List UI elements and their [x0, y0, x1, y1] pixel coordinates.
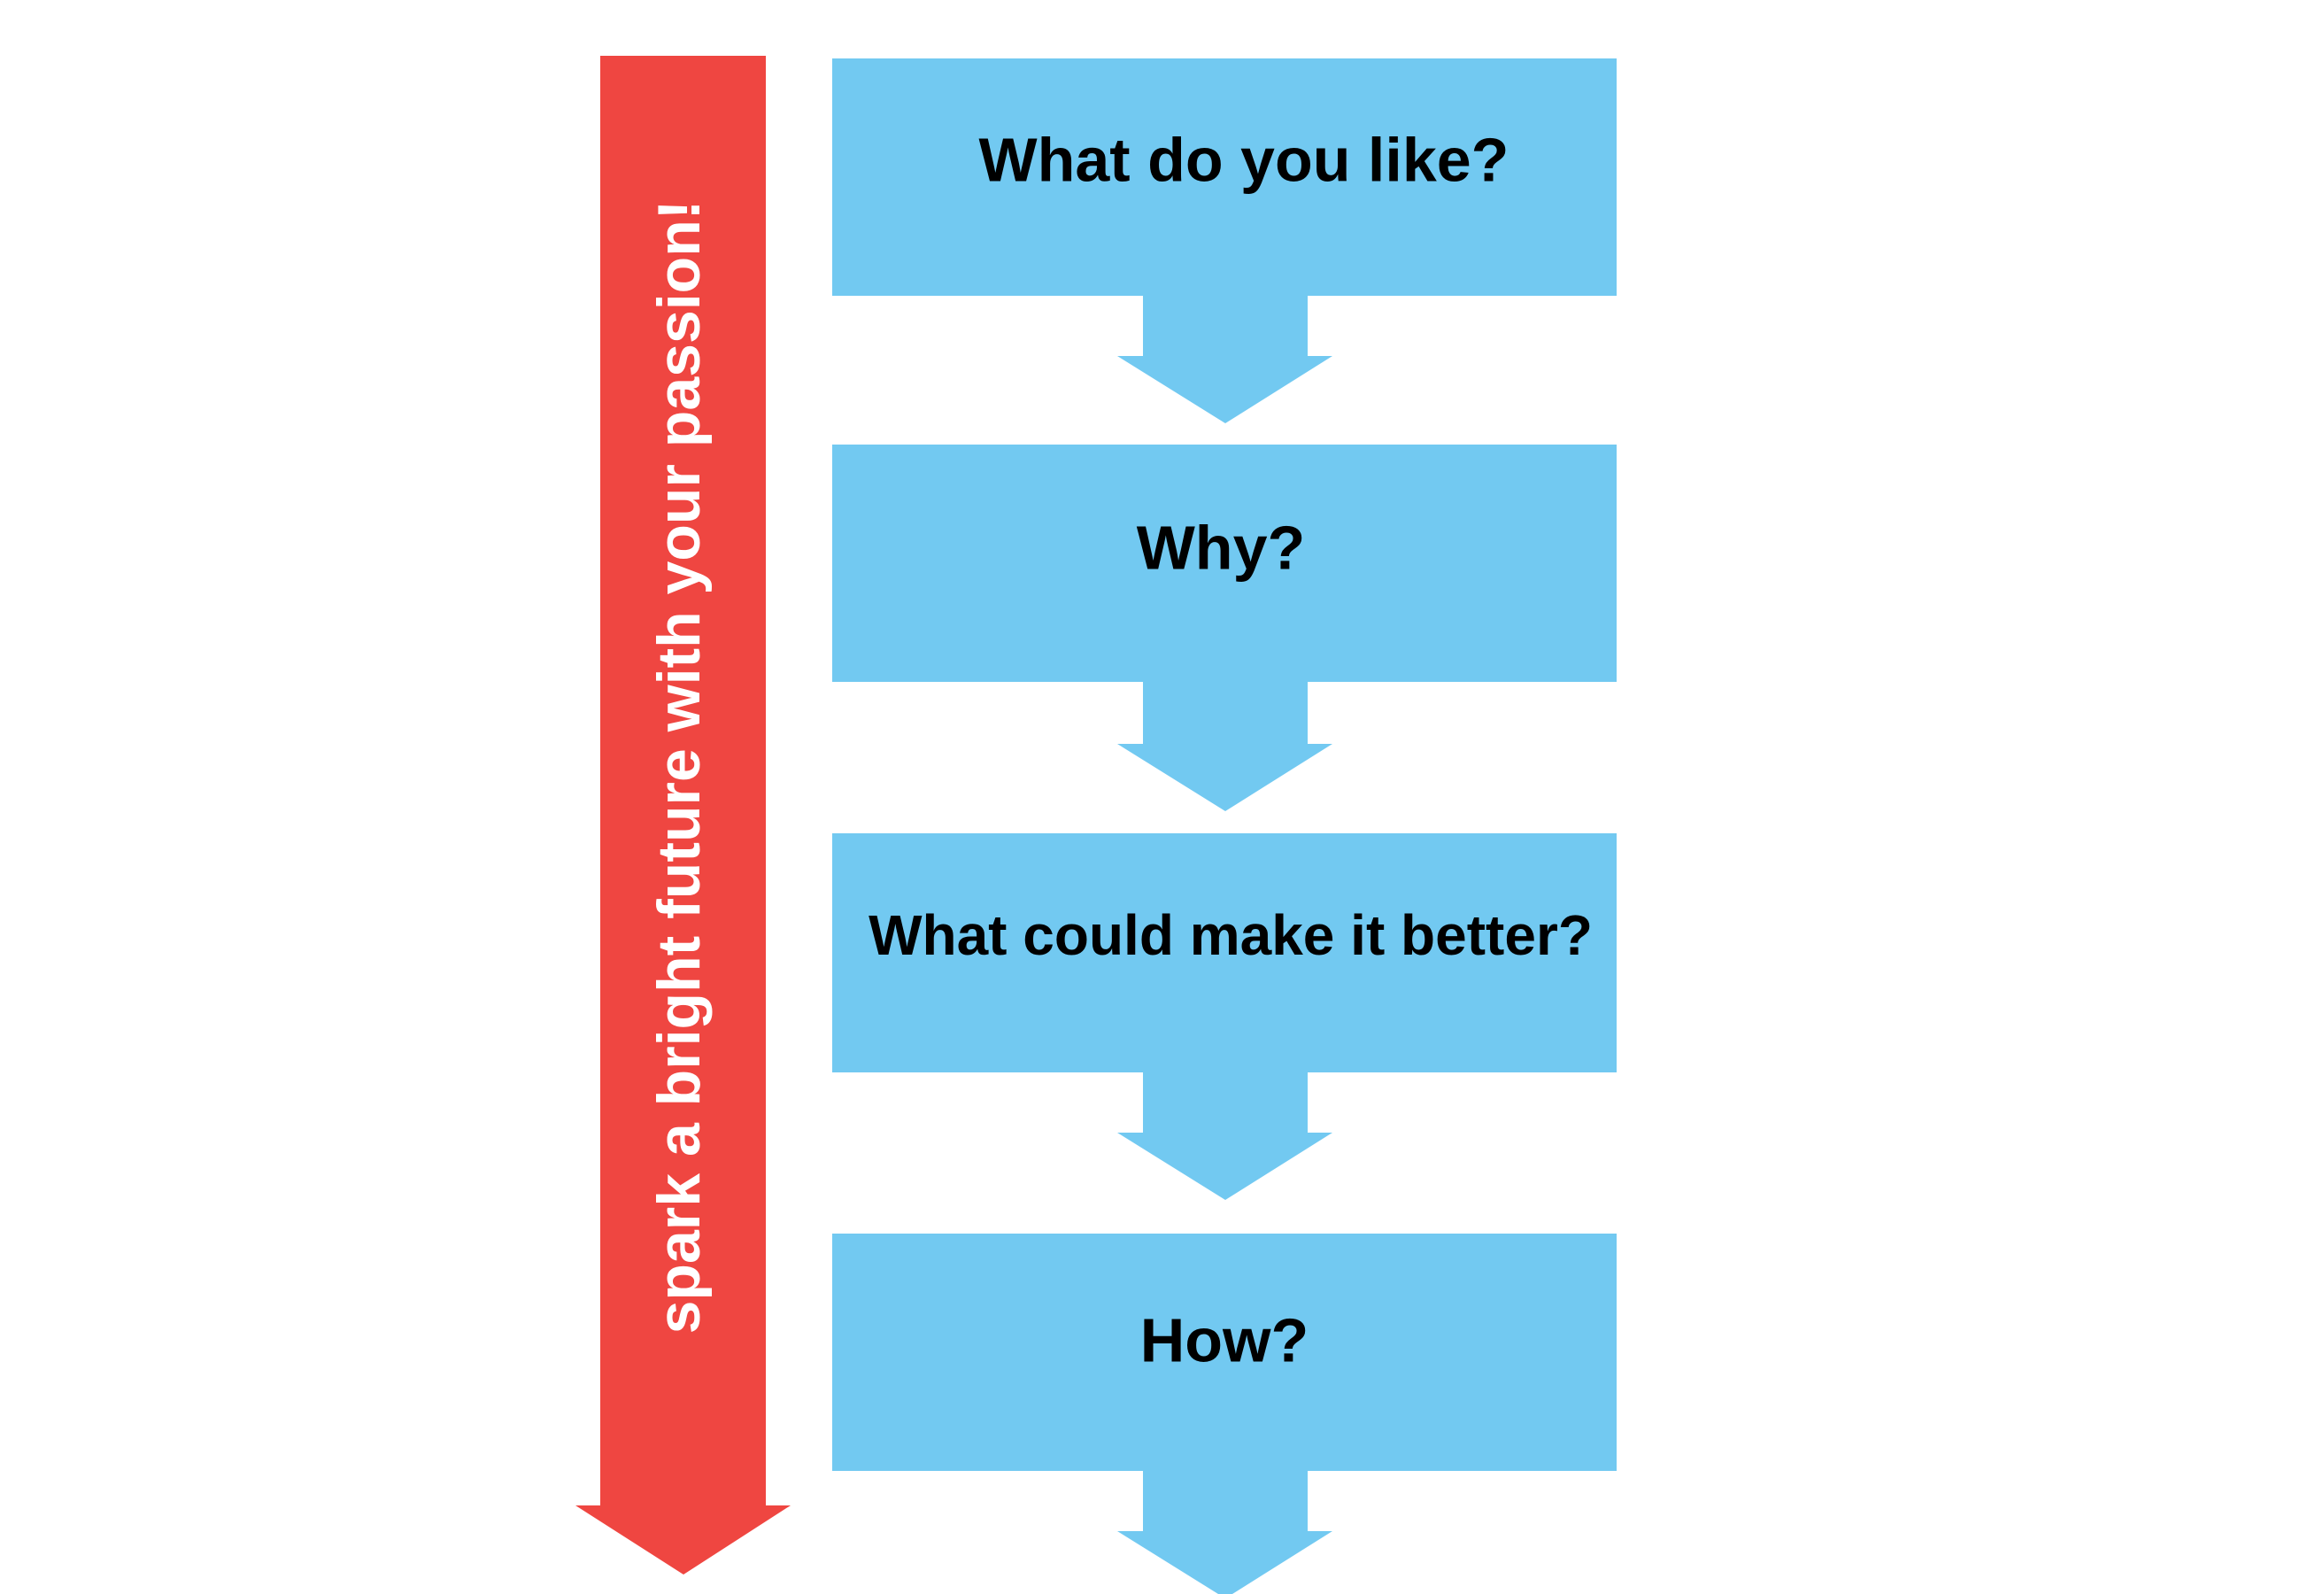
- step-down-arrow: [1117, 682, 1332, 811]
- banner-arrow: spark a bright future with your passion!: [575, 56, 791, 1575]
- step-down-arrow: [1117, 1072, 1332, 1200]
- step-box: [832, 445, 1617, 682]
- banner-text: spark a bright future with your passion!: [645, 200, 713, 1335]
- flow-step-2: Why?: [832, 445, 1617, 811]
- step-label: What could make it better?: [869, 903, 1593, 967]
- step-label: What do you like?: [979, 125, 1509, 194]
- step-box: [832, 833, 1617, 1072]
- step-label: How?: [1140, 1305, 1309, 1374]
- flow-step-3: What could make it better?: [832, 833, 1617, 1200]
- flow-step-1: What do you like?: [832, 58, 1617, 423]
- step-box: [832, 58, 1617, 296]
- step-box: [832, 1234, 1617, 1471]
- flow-step-4: How?: [832, 1234, 1617, 1594]
- step-label: Why?: [1137, 513, 1306, 582]
- banner-arrow-shape: [575, 56, 791, 1575]
- step-down-arrow: [1117, 296, 1332, 423]
- step-down-arrow: [1117, 1471, 1332, 1594]
